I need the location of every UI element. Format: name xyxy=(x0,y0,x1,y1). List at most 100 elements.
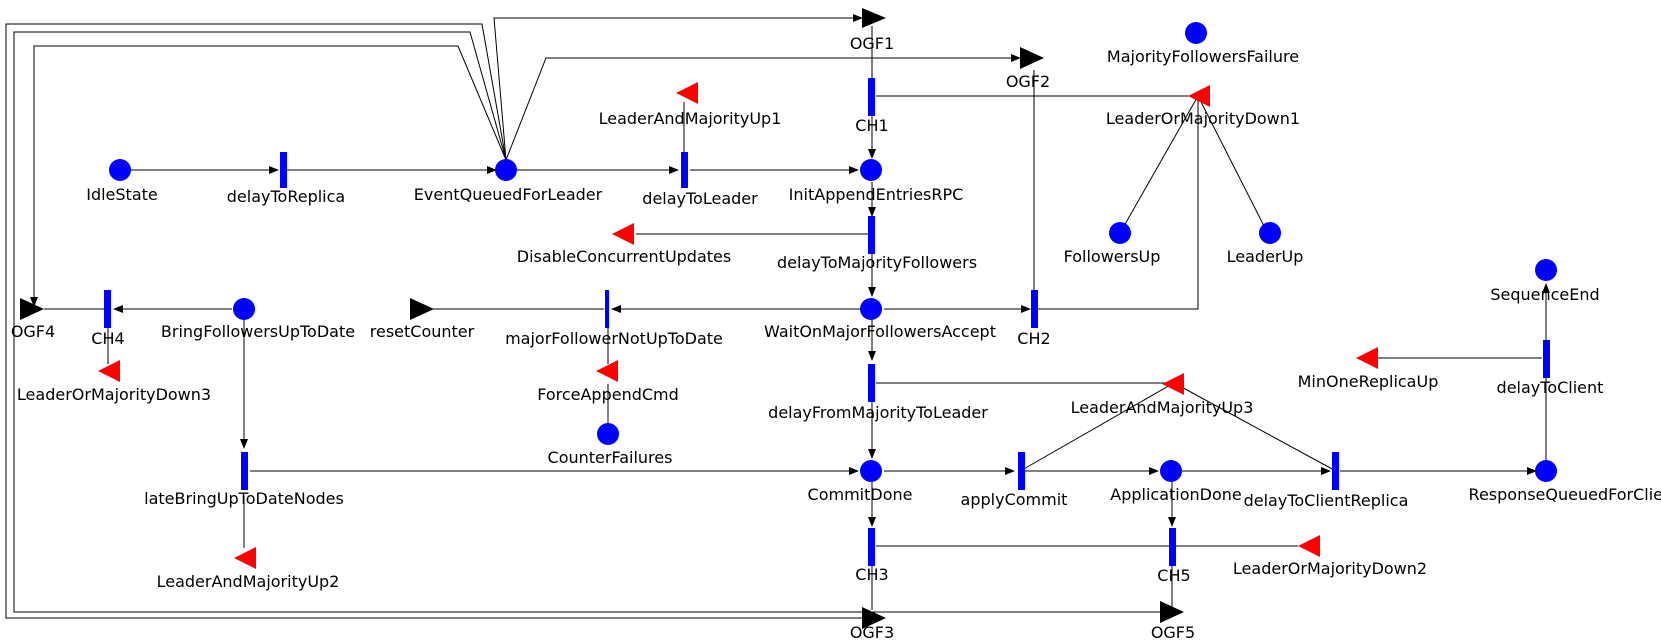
place-idle-state xyxy=(109,159,131,181)
arc-fb-ogf1 xyxy=(493,14,863,161)
transition-apply-commit xyxy=(1018,452,1025,490)
place-init-append-entries-rpc-label: InitAppendEntriesRPC xyxy=(789,185,964,204)
transition-ch1-label: CH1 xyxy=(855,116,888,135)
output-gate-ogf4 xyxy=(20,298,44,320)
arc-fb-ogf2 xyxy=(505,54,1021,161)
input-gate-leader-and-majority-up3-label: LeaderAndMajorityUp3 xyxy=(1071,398,1254,417)
transition-apply-commit-label: applyCommit xyxy=(961,490,1068,509)
arc-fb-ogf4-a xyxy=(5,23,862,619)
transition-ch3-label: CH3 xyxy=(855,565,888,584)
place-response-queued-for-client-label: ResponseQueuedForClient xyxy=(1469,485,1661,504)
place-sequence-end xyxy=(1535,259,1557,281)
input-gate-leader-and-majority-up3 xyxy=(1162,373,1184,395)
place-followers-up-label: FollowersUp xyxy=(1064,247,1161,266)
transition-delay-to-client-replica-label: delayToClientReplica xyxy=(1244,491,1409,510)
place-leader-up-label: LeaderUp xyxy=(1227,247,1304,266)
transition-ch1 xyxy=(868,78,875,116)
transition-delay-to-client-replica xyxy=(1332,452,1339,490)
output-gate-ogf3 xyxy=(862,607,886,629)
arc-lod1-to-followersup xyxy=(1123,95,1199,227)
arc-ch2-to-lod1 xyxy=(1038,96,1199,310)
transition-delay-from-majority-to-leader-label: delayFromMajorityToLeader xyxy=(768,403,988,422)
place-response-queued-for-client xyxy=(1535,460,1557,482)
place-followers-up xyxy=(1109,222,1131,244)
transition-late-bring-up-to-date-nodes xyxy=(241,452,248,490)
transition-ch4-label: CH4 xyxy=(91,329,124,348)
arc-lam3-to-dtcr xyxy=(1175,383,1335,471)
transition-ch2-label: CH2 xyxy=(1017,329,1050,348)
output-gate-ogf5-label: OGF5 xyxy=(1151,623,1195,641)
transition-delay-to-leader-label: delayToLeader xyxy=(642,189,758,208)
output-gate-ogf5 xyxy=(1160,601,1184,623)
output-gate-reset-counter-label: resetCounter xyxy=(370,322,475,341)
arc-fb-ogf4-b xyxy=(13,31,1160,613)
transition-ch5 xyxy=(1169,528,1176,566)
input-gates: LeaderAndMajorityUp1 LeaderOrMajorityDow… xyxy=(17,82,1438,591)
place-counter-failures-label: CounterFailures xyxy=(548,448,673,467)
place-wait-on-major-followers-accept-label: WaitOnMajorFollowersAccept xyxy=(764,322,996,341)
transition-delay-to-replica-label: delayToReplica xyxy=(227,187,345,206)
transition-ch2 xyxy=(1031,290,1038,328)
output-gate-ogf1-label: OGF1 xyxy=(850,34,894,53)
transition-ch3 xyxy=(868,528,875,566)
places: IdleState EventQueuedForLeader InitAppen… xyxy=(86,22,1661,504)
place-sequence-end-label: SequenceEnd xyxy=(1490,285,1599,304)
input-gate-leader-or-majority-down3 xyxy=(98,360,120,382)
output-gate-ogf3-label: OGF3 xyxy=(850,623,894,641)
input-gate-min-one-replica-up-label: MinOneReplicaUp xyxy=(1298,372,1439,391)
transitions: delayToReplica delayToLeader delayToMajo… xyxy=(91,78,1603,585)
transition-delay-to-leader xyxy=(681,152,688,188)
output-gate-ogf2 xyxy=(1020,47,1044,69)
arcs xyxy=(5,14,1550,619)
transition-major-follower-not-up-to-date xyxy=(605,290,609,328)
place-bring-followers-up-to-date-label: BringFollowersUpToDate xyxy=(161,322,355,341)
transition-delay-to-client-label: delayToClient xyxy=(1497,378,1604,397)
place-application-done-label: ApplicationDone xyxy=(1110,485,1242,504)
place-leader-up xyxy=(1259,222,1281,244)
transition-delay-to-majority-followers-label: delayToMajorityFollowers xyxy=(777,253,977,272)
input-gate-leader-or-majority-down1-label: LeaderOrMajorityDown1 xyxy=(1106,109,1300,128)
place-event-queued-for-leader xyxy=(495,159,517,181)
input-gate-leader-and-majority-up2 xyxy=(234,547,256,569)
place-wait-on-major-followers-accept xyxy=(860,298,882,320)
input-gate-leader-and-majority-up2-label: LeaderAndMajorityUp2 xyxy=(157,572,340,591)
place-application-done xyxy=(1160,460,1182,482)
input-gate-disable-concurrent-updates xyxy=(612,223,634,245)
input-gate-leader-or-majority-down2-label: LeaderOrMajorityDown2 xyxy=(1233,559,1427,578)
input-gate-disable-concurrent-updates-label: DisableConcurrentUpdates xyxy=(517,247,731,266)
input-gate-leader-or-majority-down2 xyxy=(1298,535,1320,557)
place-commit-done-label: CommitDone xyxy=(808,485,913,504)
output-gate-ogf1 xyxy=(862,8,886,28)
input-gate-min-one-replica-up xyxy=(1356,347,1378,369)
transition-major-follower-not-up-to-date-label: majorFollowerNotUpToDate xyxy=(505,329,723,348)
arc-fb-ogf4-c xyxy=(30,45,507,307)
place-commit-done xyxy=(860,460,882,482)
transition-late-bring-up-to-date-nodes-label: lateBringUpToDateNodes xyxy=(144,489,344,508)
output-gate-ogf2-label: OGF2 xyxy=(1006,72,1050,91)
input-gate-leader-or-majority-down3-label: LeaderOrMajorityDown3 xyxy=(17,385,211,404)
transition-delay-to-client xyxy=(1543,340,1550,378)
arc-lam3-to-applycommit xyxy=(1021,383,1173,471)
output-gates: OGF1 OGF2 OGF3 OGF4 OGF5 resetCounter xyxy=(11,8,1195,641)
place-majority-followers-failure xyxy=(1185,22,1207,44)
place-counter-failures xyxy=(597,423,619,445)
place-idle-state-label: IdleState xyxy=(86,185,158,204)
input-gate-force-append-cmd-label: ForceAppendCmd xyxy=(537,385,679,404)
place-bring-followers-up-to-date xyxy=(233,298,255,320)
place-majority-followers-failure-label: MajorityFollowersFailure xyxy=(1107,47,1299,66)
place-init-append-entries-rpc xyxy=(860,159,882,181)
output-gate-ogf4-label: OGF4 xyxy=(11,322,55,341)
input-gate-leader-and-majority-up1 xyxy=(676,82,698,104)
transition-delay-to-majority-followers xyxy=(868,216,875,254)
transition-delay-to-replica xyxy=(280,152,287,188)
input-gate-leader-or-majority-down1 xyxy=(1188,85,1210,107)
transition-ch4 xyxy=(104,290,111,328)
input-gate-force-append-cmd xyxy=(596,360,618,382)
transition-ch5-label: CH5 xyxy=(1157,566,1190,585)
arc-lod1-to-leaderup xyxy=(1197,95,1265,227)
place-event-queued-for-leader-label: EventQueuedForLeader xyxy=(414,185,603,204)
transition-delay-from-majority-to-leader xyxy=(868,364,875,402)
output-gate-reset-counter xyxy=(410,298,434,320)
input-gate-leader-and-majority-up1-label: LeaderAndMajorityUp1 xyxy=(599,109,782,128)
